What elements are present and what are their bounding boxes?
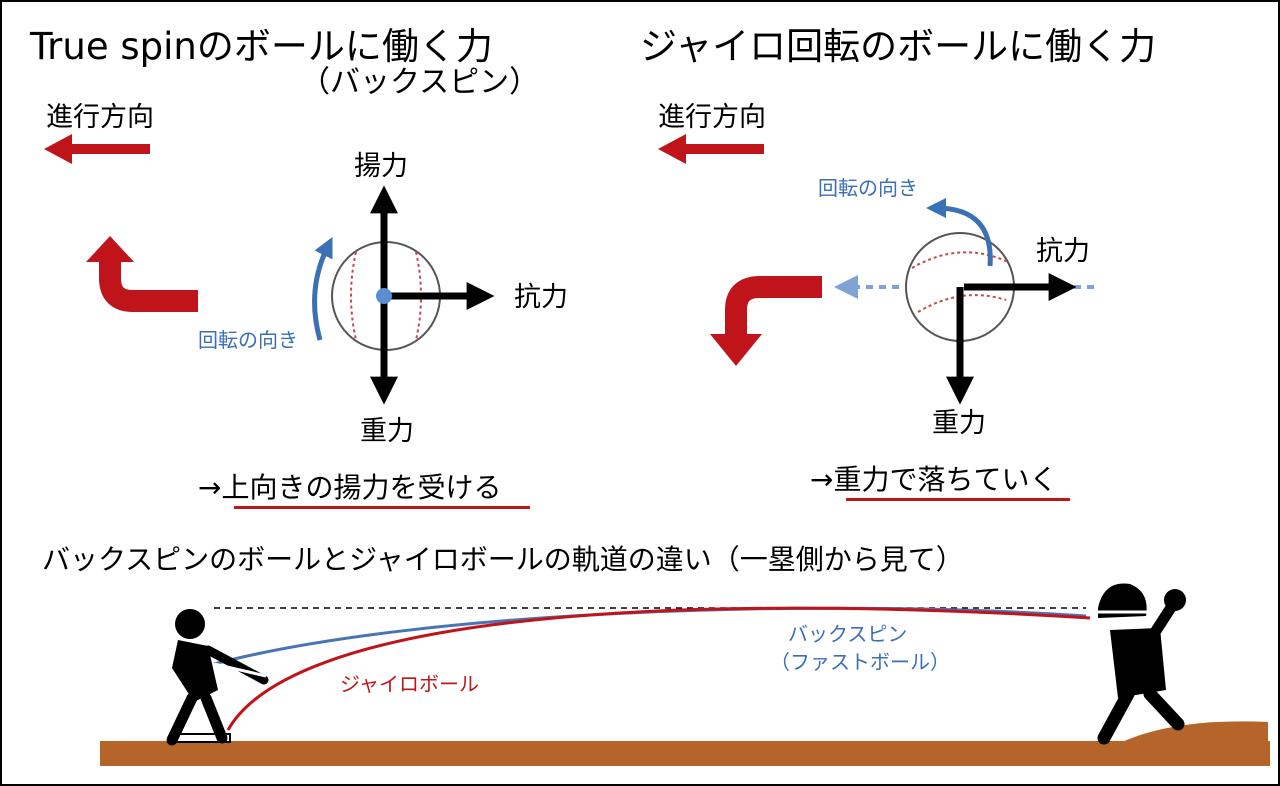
ground [100,741,1270,766]
right-title: ジャイロ回転のボールに働く力 [640,25,1157,68]
left-gravity-label: 重力 [360,416,414,447]
pitcher-silhouette [1097,583,1186,745]
right-rotation-arrow [926,198,993,267]
right-direction-label: 進行方向 [658,102,766,133]
left-conclusion-underline [234,506,530,509]
gyro-trajectory [226,606,1091,731]
left-conclusion: →上向きの揚力を受ける [198,471,502,504]
right-conclusion: →重力で落ちていく [810,463,1058,496]
right-direction-arrow [658,134,764,164]
right-drag-label: 抗力 [1036,236,1090,267]
left-title: True spinのボールに働く力 [30,25,493,68]
left-direction-arrow [44,134,150,164]
backspin-label-line2: （ファストボール） [770,650,950,674]
left-subtitle: （バックスピン） [300,65,540,100]
pitchers-mound [1122,721,1268,744]
right-curve-down-arrow [710,276,822,366]
right-conclusion-underline [846,498,1070,501]
left-curve-up-arrow [86,236,198,312]
left-drag-label: 抗力 [514,282,568,313]
bat [213,662,267,678]
gyro-label: ジャイロボール [340,672,479,696]
right-rotation-label: 回転の向き [818,176,918,200]
right-gravity-label: 重力 [932,408,986,439]
left-direction-label: 進行方向 [46,102,154,133]
ball-center-dot [376,288,392,304]
backspin-label-line1: バックスピン [788,622,908,646]
left-rotation-arrow [312,237,333,341]
lift-label: 揚力 [354,151,408,182]
batter-silhouette [166,609,269,746]
trajectory-heading: バックスピンのボールとジャイロボールの軌道の違い（一塁側から見て） [42,543,964,576]
left-rotation-label: 回転の向き [198,328,298,352]
